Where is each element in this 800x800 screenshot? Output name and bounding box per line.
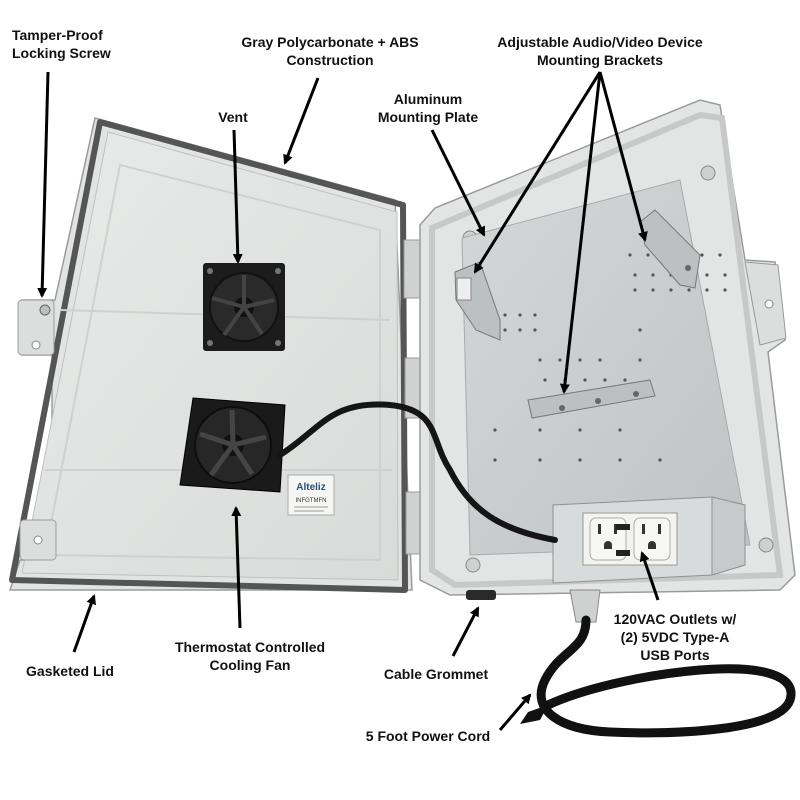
cable-grommet	[466, 589, 601, 623]
label-power-cord: 5 Foot Power Cord	[358, 727, 498, 745]
power-cord	[536, 615, 796, 738]
plate-hole	[618, 428, 622, 432]
fan-cable	[277, 401, 558, 543]
plate-hole	[493, 428, 497, 432]
plate-hole	[533, 328, 537, 332]
callout-arrows	[37, 71, 660, 731]
plate-hole	[578, 458, 582, 462]
label-cable-grommet: Cable Grommet	[374, 665, 498, 683]
usb-port	[616, 550, 630, 556]
label-line: 5 Foot Power Cord	[365, 728, 491, 744]
plate-hole	[518, 313, 522, 317]
label-line: Locking Screw	[12, 45, 111, 61]
plate-hole	[618, 458, 622, 462]
label-line: Vent	[218, 109, 248, 125]
arrow-vent	[232, 129, 243, 264]
label-line: Thermostat Controlled	[174, 639, 326, 655]
plate-hole	[705, 288, 709, 292]
plate-hole	[538, 428, 542, 432]
label-line: Tamper-Proof	[12, 27, 103, 43]
plate-hole	[503, 313, 507, 317]
plate-hole	[718, 253, 722, 257]
plate-hole	[669, 288, 673, 292]
plate-hole	[646, 253, 650, 257]
plate-hole	[638, 328, 642, 332]
arrow-cable-grommet	[451, 606, 480, 657]
plate-hole	[558, 358, 562, 362]
lid	[8, 117, 413, 593]
plate-hole	[533, 313, 537, 317]
locking-screw	[39, 304, 51, 316]
label-line: USB Ports	[640, 647, 710, 663]
label-line: Mounting Plate	[377, 109, 479, 125]
outlet-box	[552, 496, 746, 584]
plate-hole	[651, 273, 655, 277]
label-line: Gray Polycarbonate + ABS	[241, 34, 419, 50]
plate-hole	[578, 358, 582, 362]
fan-label-model: INFGTMFN	[296, 498, 327, 504]
plate-hole	[598, 358, 602, 362]
label-line: Cable Grommet	[383, 666, 489, 682]
plate-hole	[638, 358, 642, 362]
plate-hole	[603, 378, 607, 382]
arrow-outlets	[639, 551, 660, 601]
label-outlets: 120VAC Outlets w/ (2) 5VDC Type-A USB Po…	[600, 610, 750, 664]
label-line: 120VAC Outlets w/	[613, 611, 737, 627]
fan-label: Alteliz INFGTMFN	[287, 474, 335, 516]
label-aluminum-plate: Aluminum Mounting Plate	[366, 90, 490, 126]
arrow-aluminum-plate	[430, 129, 486, 237]
arrow-tamper-proof	[37, 71, 50, 298]
plate-hole	[543, 378, 547, 382]
mounting-bracket	[639, 209, 701, 289]
lid-gasket	[9, 119, 408, 593]
label-line: Construction	[286, 52, 374, 68]
plate-hole	[700, 253, 704, 257]
label-line: Adjustable Audio/Video Device	[497, 34, 703, 50]
plate-hole	[583, 378, 587, 382]
label-gasketed-lid: Gasketed Lid	[18, 662, 122, 680]
usb-port	[616, 524, 630, 530]
plate-hole	[493, 458, 497, 462]
label-construction: Gray Polycarbonate + ABS Construction	[230, 33, 430, 69]
plate-hole	[623, 378, 627, 382]
plate-hole	[538, 358, 542, 362]
plate-hole	[518, 328, 522, 332]
plate-hole	[705, 273, 709, 277]
plate-hole	[503, 328, 507, 332]
plate-hole	[723, 273, 727, 277]
plate-hole	[628, 253, 632, 257]
arrow-construction	[283, 77, 320, 165]
arrow-bracket-3	[598, 71, 648, 242]
arrow-cooling-fan	[231, 506, 242, 629]
plate-hole	[633, 273, 637, 277]
label-tamper-proof: Tamper-Proof Locking Screw	[12, 26, 111, 62]
label-line: Cooling Fan	[209, 657, 291, 673]
vent	[203, 263, 285, 351]
label-cooling-fan: Thermostat Controlled Cooling Fan	[160, 638, 340, 674]
arrow-bracket-1	[473, 71, 602, 274]
arrow-bracket-2	[559, 71, 602, 394]
lid-inner-panel	[21, 131, 399, 581]
plate-hole	[687, 288, 691, 292]
label-line: Mounting Brackets	[536, 52, 663, 68]
plate-hole	[578, 428, 582, 432]
plate-hole	[723, 288, 727, 292]
label-line: Aluminum	[393, 91, 463, 107]
label-brackets: Adjustable Audio/Video Device Mounting B…	[480, 33, 720, 69]
cooling-fan	[179, 397, 286, 493]
mounting-bracket	[527, 379, 656, 419]
label-vent: Vent	[208, 108, 258, 126]
arrow-gasketed-lid	[72, 594, 97, 653]
arrow-power-cord	[498, 693, 532, 731]
label-line: Gasketed Lid	[26, 663, 114, 679]
plate-hole	[633, 288, 637, 292]
plate-hole	[658, 458, 662, 462]
plate-hole	[651, 288, 655, 292]
label-line: (2) 5VDC Type-A	[620, 629, 730, 645]
fan-label-brand: Alteliz	[296, 482, 325, 493]
plate-hole	[538, 458, 542, 462]
